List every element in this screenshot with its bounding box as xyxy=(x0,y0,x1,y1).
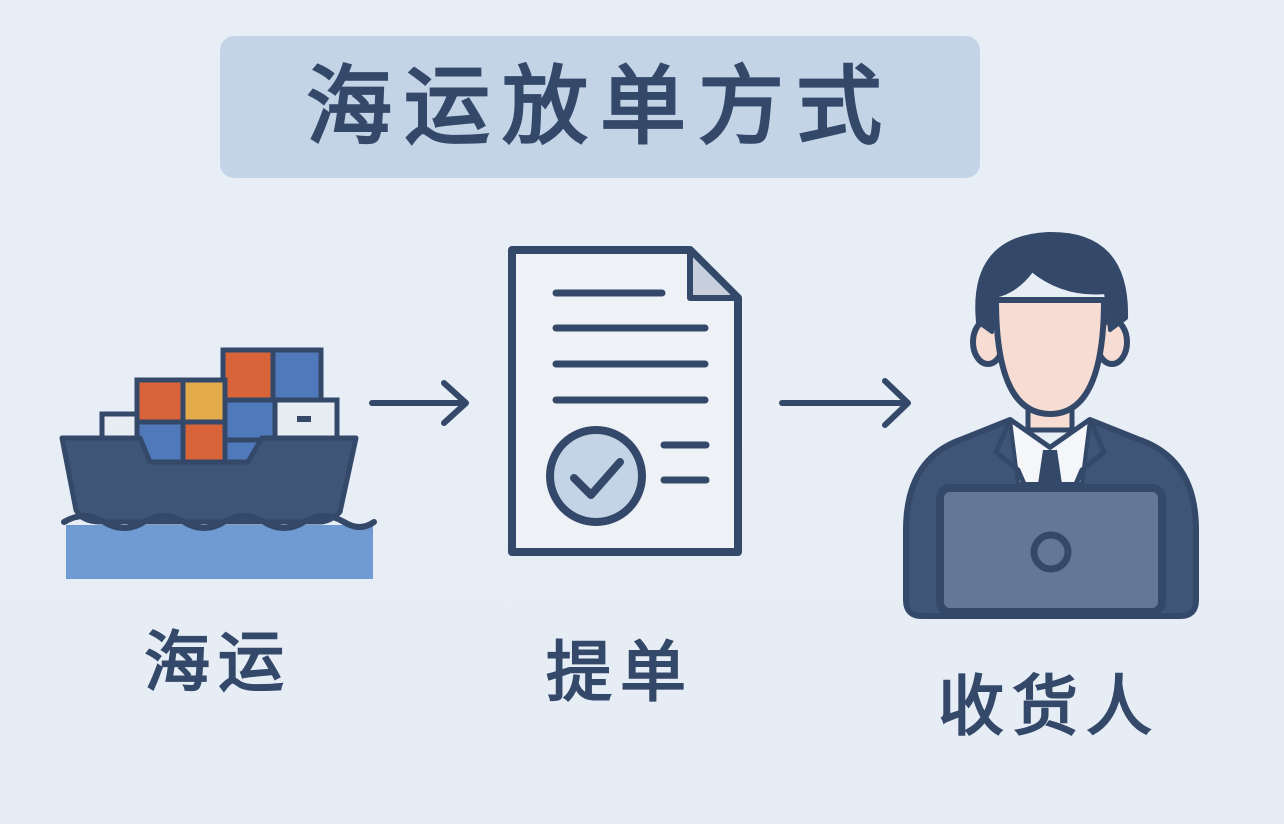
node-label-consignee: 收货人 xyxy=(938,668,1160,745)
consignee-person-laptop-icon xyxy=(903,231,1199,619)
node-label-document: 提单 xyxy=(546,634,694,711)
arrow-ship-to-document xyxy=(369,380,469,426)
diagram-title: 海运放单方式 xyxy=(306,57,894,157)
cargo-ship-icon xyxy=(59,347,377,579)
arrow-document-to-consignee xyxy=(779,378,911,428)
title-banner: 海运放单方式 xyxy=(220,36,980,178)
bill-of-lading-document-icon xyxy=(508,246,742,556)
node-label-ship: 海运 xyxy=(144,624,292,701)
